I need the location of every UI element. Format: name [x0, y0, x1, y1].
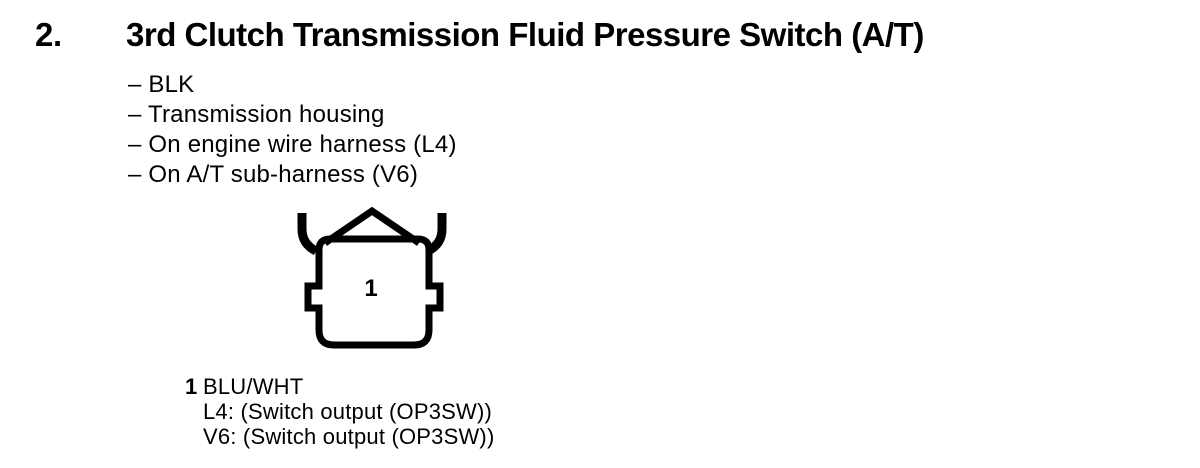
- section-number: 2.: [35, 16, 62, 53]
- connector-cavity-label: 1: [364, 275, 377, 302]
- connector-lock-tab: [323, 206, 421, 246]
- note-location: – Transmission housing: [128, 101, 385, 128]
- connector-notes: – BLK – Transmission housing – On engine…: [128, 70, 457, 190]
- connector-diagram: 1: [297, 206, 447, 349]
- note-harness-l4: – On engine wire harness (L4): [128, 131, 457, 158]
- pin-number: 1: [185, 374, 198, 399]
- pin-function-v6: V6: (Switch output (OP3SW)): [203, 424, 495, 449]
- note-harness-v6: – On A/T sub-harness (V6): [128, 161, 419, 188]
- connector-left-horn: [297, 213, 319, 256]
- pin-function-l4: L4: (Switch output (OP3SW)): [203, 399, 493, 424]
- page-title: 3rd Clutch Transmission Fluid Pressure S…: [126, 16, 924, 53]
- note-color: – BLK: [128, 71, 195, 98]
- connector-right-horn: [425, 213, 447, 256]
- pin-wire-color: BLU/WHT: [203, 374, 304, 399]
